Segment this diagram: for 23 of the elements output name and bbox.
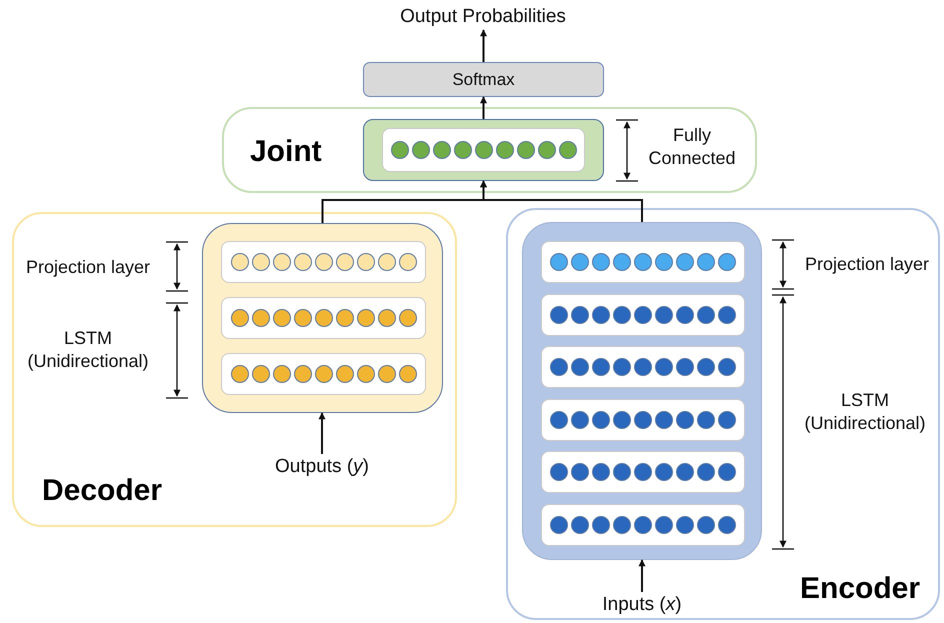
layer-stack	[202, 223, 443, 413]
dimension-label: Fully Connected	[647, 124, 737, 170]
io-label: Outputs (y)	[252, 454, 392, 480]
group-panel	[12, 212, 457, 527]
layer-stack	[522, 222, 762, 560]
arrow	[638, 559, 646, 592]
dimension-label: Projection layer	[24, 256, 152, 279]
dimension-label: Projection layer	[804, 253, 930, 276]
group-panel	[506, 208, 940, 620]
softmax-box: Softmax	[363, 62, 604, 97]
group-panel	[222, 107, 757, 193]
arrow	[480, 29, 487, 62]
io-label: Inputs (x)	[577, 592, 707, 618]
dimension-label: LSTM (Unidirectional)	[803, 389, 927, 436]
group-title: Encoder	[800, 572, 920, 606]
io-label: Output Probabilities	[383, 4, 583, 30]
group-title: Joint	[250, 135, 322, 169]
dimension-label: LSTM (Unidirectional)	[26, 327, 150, 374]
arrow	[480, 180, 643, 222]
arrow	[318, 412, 326, 454]
group-title: Decoder	[42, 474, 162, 508]
layer-stack	[363, 119, 604, 181]
arrow	[480, 96, 487, 119]
